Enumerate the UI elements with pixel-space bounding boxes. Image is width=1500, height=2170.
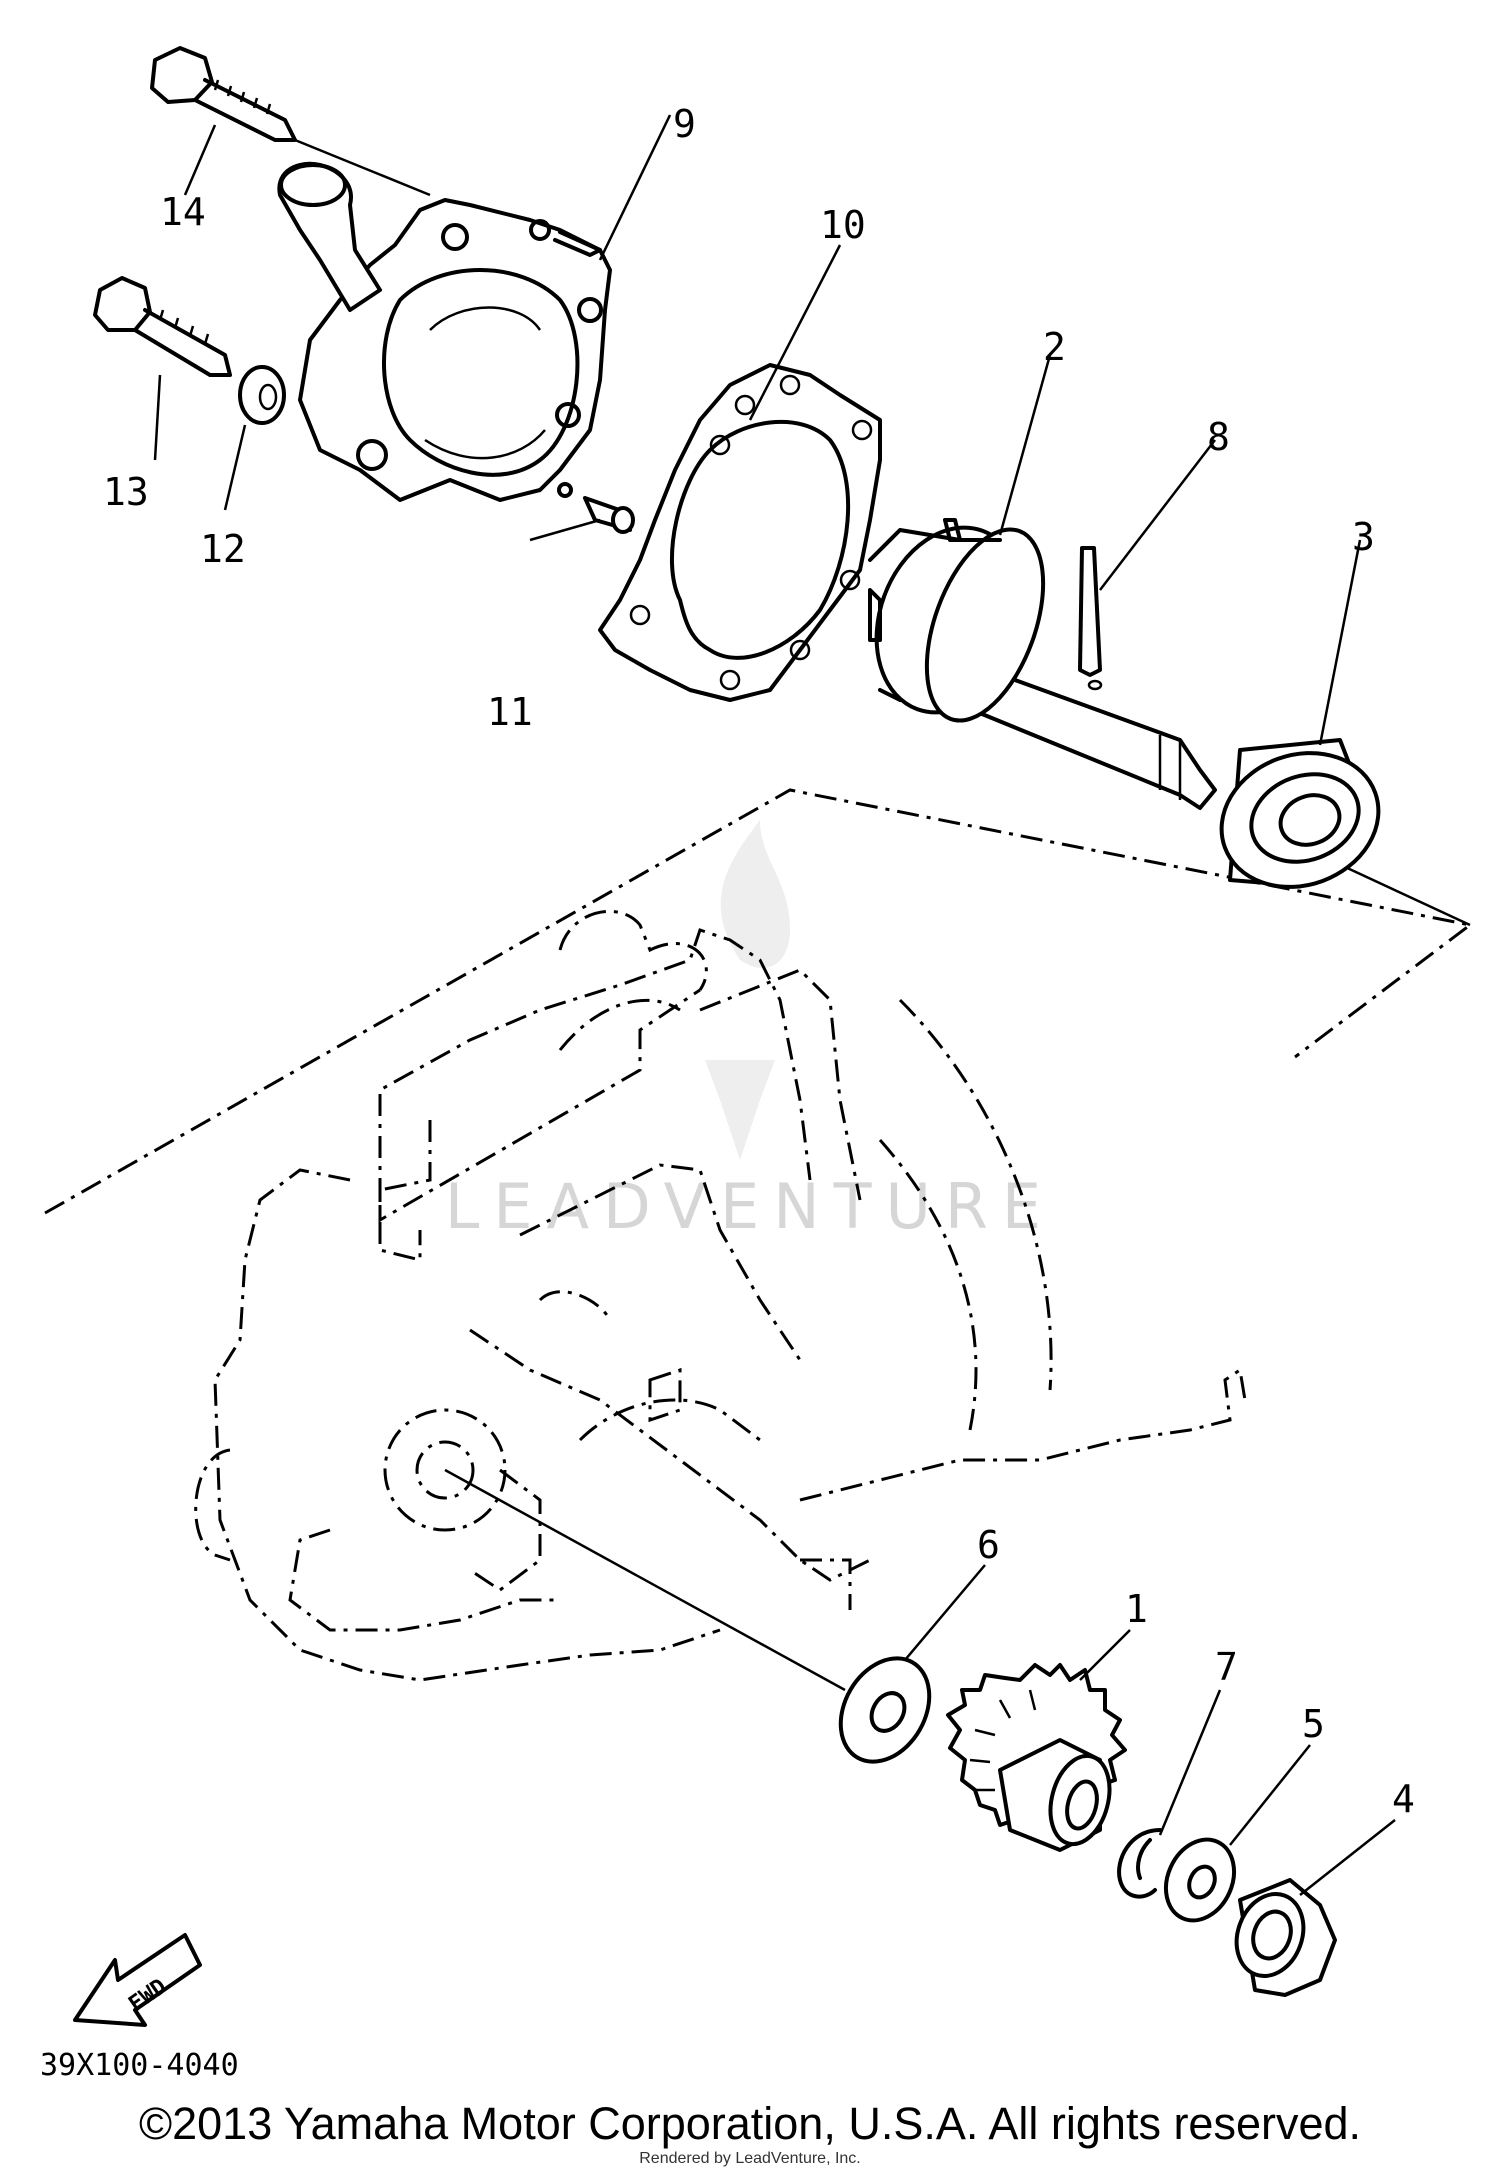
leadventure-watermark: LEADVENTURE: [445, 820, 1055, 1243]
callout-9: 9: [673, 102, 696, 146]
bolt-13: [93, 276, 232, 377]
callout-8: 8: [1207, 415, 1230, 459]
bearing-3: [1219, 738, 1381, 889]
pump-housing-9: [277, 161, 612, 502]
assembly-axis-lines: [294, 138, 1471, 1692]
callout-11: 11: [487, 690, 533, 734]
fwd-arrow-icon: FWD: [73, 1933, 202, 2027]
watermark-text: LEADVENTURE: [445, 1170, 1055, 1243]
callout-4: 4: [1392, 1777, 1415, 1821]
gear-1: [946, 1663, 1127, 1852]
impeller-shaft-2: [868, 518, 1217, 810]
callout-7: 7: [1215, 1645, 1238, 1689]
leadventure-logo-icon: [705, 820, 790, 1160]
callout-13: 13: [103, 470, 149, 514]
callout-labels: 9 10 14 2 8 3 13 12 11 6 1 7 5 4: [103, 102, 1415, 1821]
callout-leaders: [153, 114, 1396, 1896]
callout-6: 6: [977, 1523, 1000, 1567]
washer-5: [1163, 1837, 1237, 1923]
callout-14: 14: [160, 190, 206, 234]
gasket-10: [598, 363, 882, 702]
callout-1: 1: [1125, 1587, 1148, 1631]
washer-12: [238, 365, 286, 425]
callout-3: 3: [1352, 515, 1375, 559]
bolt-14: [150, 46, 297, 142]
callout-10: 10: [820, 203, 866, 247]
copyright-notice: ©2013 Yamaha Motor Corporation, U.S.A. A…: [138, 2098, 1362, 2149]
callout-2: 2: [1043, 325, 1066, 369]
dowel-pin-11: [557, 482, 635, 534]
callout-12: 12: [200, 527, 246, 571]
rendered-by-note: Rendered by LeadVenture, Inc.: [639, 2150, 861, 2167]
circlip-7: [1117, 1828, 1162, 1899]
crankcase-outline: [44, 788, 1474, 1682]
pin-8: [1078, 546, 1103, 691]
collar-4: [1234, 1878, 1337, 1997]
washer-6: [838, 1656, 932, 1764]
drawing-number: 39X100-4040: [40, 2048, 239, 2083]
callout-5: 5: [1302, 1702, 1325, 1746]
